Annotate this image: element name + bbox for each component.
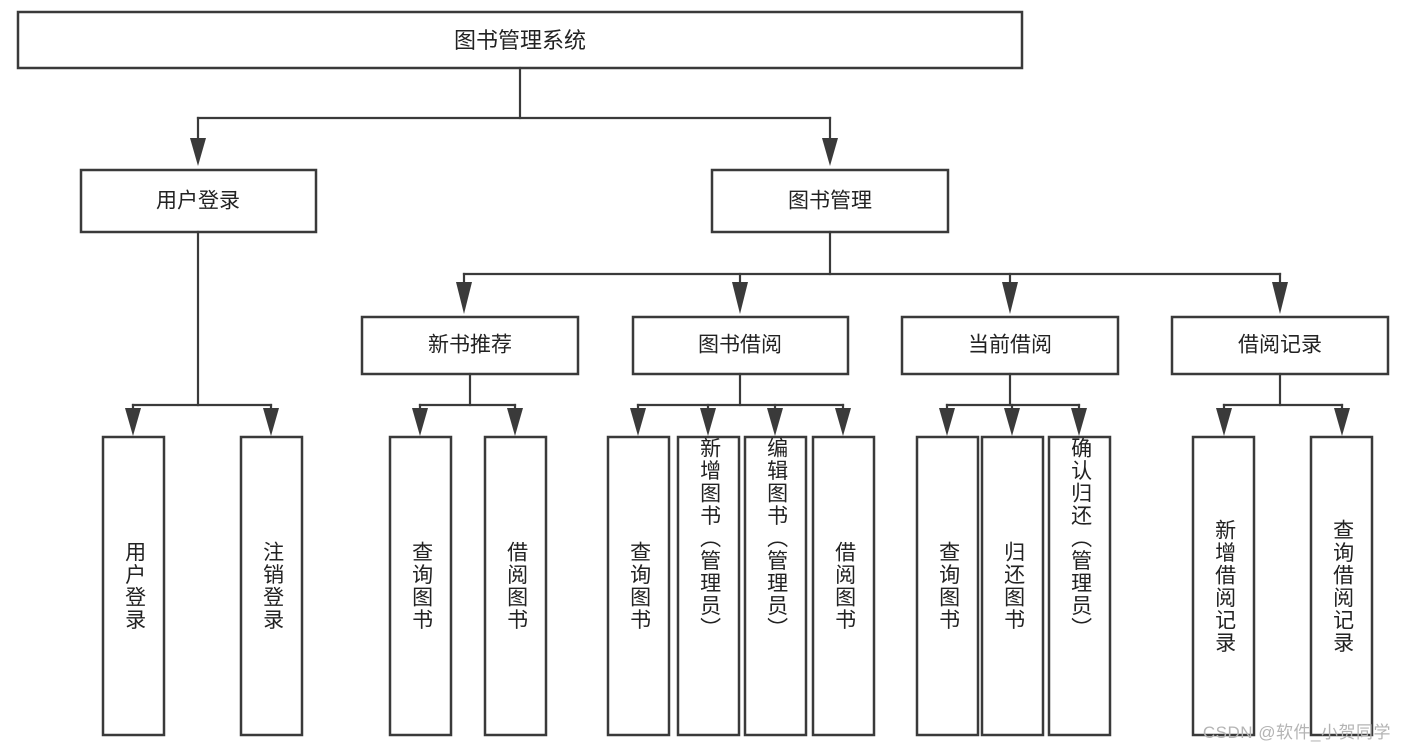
- arrow-head-icon: [1334, 408, 1350, 436]
- arrow-head-icon: [630, 408, 646, 436]
- connector-book-borrow-to-leaves: [630, 372, 851, 436]
- arrow-head-icon: [1071, 408, 1087, 436]
- node-user-login[interactable]: 用户登录: [79, 168, 318, 234]
- node-root[interactable]: 图书管理系统: [16, 10, 1024, 70]
- arrow-head-icon: [767, 408, 783, 436]
- arrow-head-icon: [939, 408, 955, 436]
- node-new-book-recommend-box: [360, 315, 580, 376]
- node-book-borrow[interactable]: 图书借阅: [631, 315, 850, 376]
- arrow-head-icon: [732, 282, 748, 314]
- arrow-head-icon: [190, 138, 206, 166]
- leaf-box-borrow-book-2[interactable]: [811, 435, 876, 737]
- leaf-box-logout[interactable]: [239, 435, 304, 737]
- node-new-book-recommend-label: 新书推荐: [428, 334, 512, 357]
- leaf-box-add-book-admin[interactable]: [676, 435, 741, 737]
- node-new-book-recommend[interactable]: 新书推荐: [360, 315, 580, 376]
- node-borrow-record-label: 借阅记录: [1238, 334, 1322, 357]
- arrow-head-icon: [412, 408, 428, 436]
- node-user-login-box: [79, 168, 318, 234]
- leaf-box-query-borrow-record[interactable]: [1309, 435, 1374, 737]
- connector-book-management-to-level2: [456, 230, 1288, 314]
- node-borrow-record[interactable]: 借阅记录: [1170, 315, 1390, 376]
- arrow-head-icon: [835, 408, 851, 436]
- leaf-box-query-book-2[interactable]: [606, 435, 671, 737]
- leaf-box-edit-book-admin[interactable]: [743, 435, 808, 737]
- watermark: CSDN @软件_小贺同学: [1202, 723, 1391, 742]
- leaf-box-confirm-return-admin[interactable]: [1047, 435, 1112, 737]
- node-user-login-label: 用户登录: [156, 190, 240, 213]
- leaf-box-user-login[interactable]: [101, 435, 166, 737]
- arrow-head-icon: [822, 138, 838, 166]
- leaf-box-return-book[interactable]: [980, 435, 1045, 737]
- arrow-head-icon: [1272, 282, 1288, 314]
- connector-borrow-record-to-leaves: [1216, 372, 1350, 436]
- node-book-management-label: 图书管理: [788, 190, 872, 213]
- arrow-head-icon: [263, 408, 279, 436]
- arrow-head-icon: [1004, 408, 1020, 436]
- connector-new-book-recommend-to-leaves: [412, 372, 523, 436]
- leaf-box-borrow-book-1[interactable]: [483, 435, 548, 737]
- node-root-label: 图书管理系统: [454, 28, 586, 53]
- connector-current-borrow-to-leaves: [939, 372, 1087, 436]
- arrow-head-icon: [125, 408, 141, 436]
- leaf-box-query-book-3[interactable]: [915, 435, 980, 737]
- node-current-borrow-box: [900, 315, 1120, 376]
- node-book-management[interactable]: 图书管理: [710, 168, 950, 234]
- arrow-head-icon: [700, 408, 716, 436]
- arrow-head-icon: [456, 282, 472, 314]
- node-current-borrow[interactable]: 当前借阅: [900, 315, 1120, 376]
- node-root-box: [16, 10, 1024, 70]
- node-book-borrow-label: 图书借阅: [698, 334, 782, 357]
- leaf-box-query-book-1[interactable]: [388, 435, 453, 737]
- arrow-head-icon: [1216, 408, 1232, 436]
- leaf-box-add-borrow-record[interactable]: [1191, 435, 1256, 737]
- connector-user-login-to-leaves: [125, 230, 279, 436]
- connector-root-to-level1: [190, 66, 838, 166]
- node-current-borrow-label: 当前借阅: [968, 334, 1052, 357]
- arrow-head-icon: [507, 408, 523, 436]
- arrow-head-icon: [1002, 282, 1018, 314]
